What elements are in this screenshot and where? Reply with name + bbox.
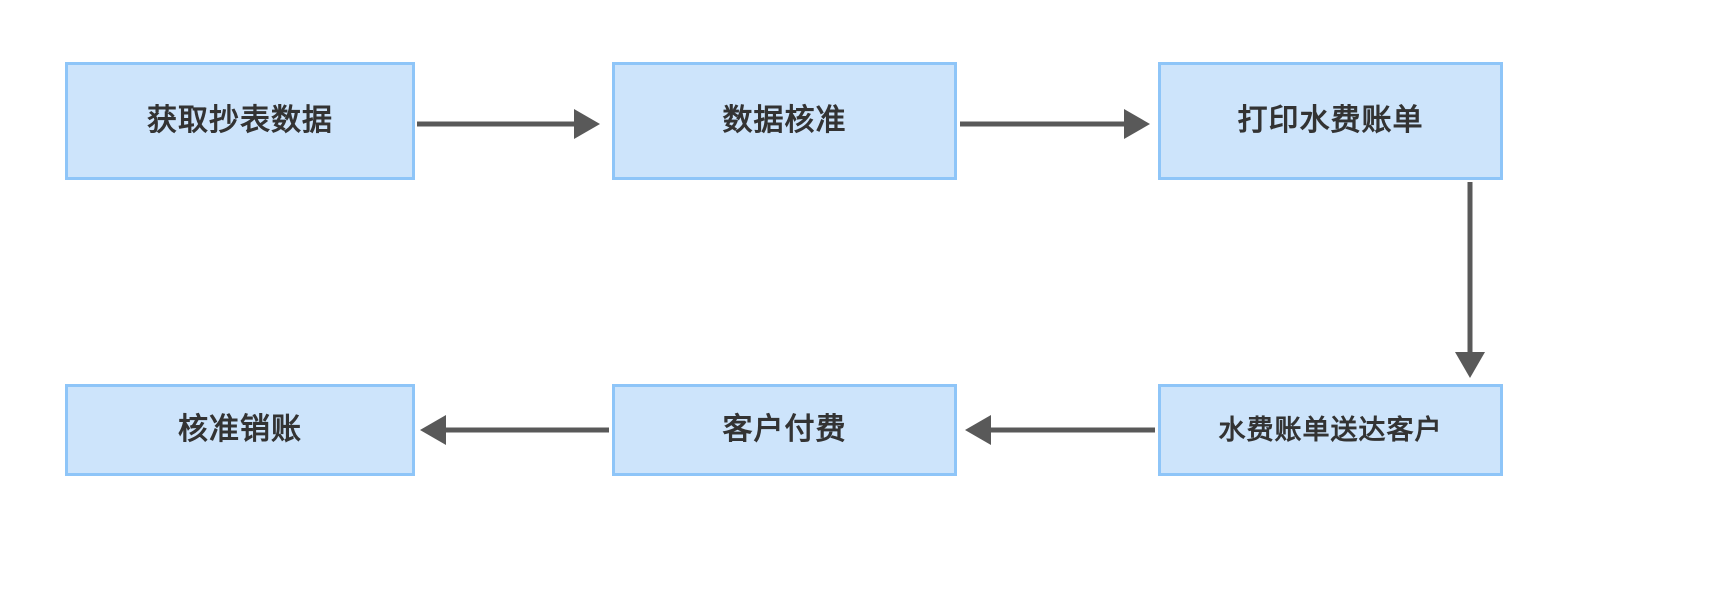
flowchart-node[interactable]: 客户付费 <box>612 384 957 476</box>
flowchart-node[interactable]: 获取抄表数据 <box>65 62 415 180</box>
flowchart-edge-arrowhead <box>1455 352 1485 378</box>
flowchart-node[interactable]: 核准销账 <box>65 384 415 476</box>
flowchart-edge-arrowhead <box>1124 109 1150 139</box>
flowchart-edge-arrowhead <box>574 109 600 139</box>
flowchart-node[interactable]: 水费账单送达客户 <box>1158 384 1503 476</box>
flowchart-node[interactable]: 打印水费账单 <box>1158 62 1503 180</box>
flowchart-edge-arrowhead <box>420 415 446 445</box>
flowchart-node-label: 核准销账 <box>178 413 302 446</box>
flowchart-node-label: 水费账单送达客户 <box>1218 414 1443 445</box>
flowchart-edge-arrowhead <box>965 415 991 445</box>
flowchart-node-label: 数据核准 <box>722 104 847 137</box>
flowchart-node-label: 客户付费 <box>722 413 847 446</box>
flowchart-node-label: 获取抄表数据 <box>147 104 333 137</box>
flowchart-node[interactable]: 数据核准 <box>612 62 957 180</box>
flowchart-node-label: 打印水费账单 <box>1237 104 1424 137</box>
